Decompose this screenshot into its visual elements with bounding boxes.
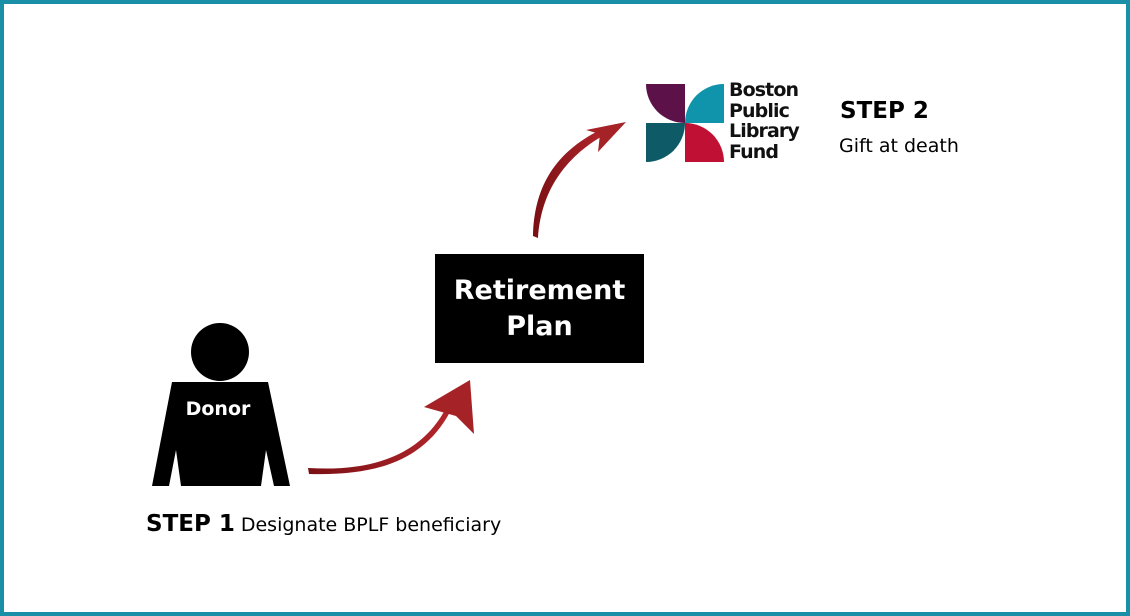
logo-line-library: Library <box>729 120 800 142</box>
donor-figure <box>152 323 290 486</box>
bplf-logo-text: Boston Public Library Fund <box>729 79 800 163</box>
donor-head <box>191 323 249 381</box>
arrow-plan-to-bplf <box>533 122 626 238</box>
arrow-head-2 <box>586 122 626 152</box>
arrow-head-1 <box>424 380 474 434</box>
retirement-plan-line2: Plan <box>506 310 573 342</box>
arrow-curve-1 <box>308 408 450 475</box>
step2-title: STEP 2 <box>840 98 929 124</box>
retirement-plan-box: Retirement Plan <box>435 254 644 363</box>
donor-label: Donor <box>185 398 251 420</box>
logo-line-boston: Boston <box>729 79 799 101</box>
donor-body <box>152 382 290 486</box>
step2-description: Gift at death <box>839 135 959 157</box>
step1-title: STEP 1 <box>146 511 235 537</box>
logo-quadrant-bottom-right <box>685 123 724 162</box>
arrow-curve-2 <box>533 130 604 238</box>
logo-line-public: Public <box>729 99 790 122</box>
logo-quadrant-top-right <box>685 84 724 123</box>
step1-description: Designate BPLF beneficiary <box>240 514 502 536</box>
logo-quadrant-bottom-left <box>646 123 685 162</box>
logo-line-fund: Fund <box>729 140 779 163</box>
retirement-plan-line1: Retirement <box>453 274 626 306</box>
logo-quadrant-top-left <box>646 84 685 123</box>
arrow-donor-to-plan <box>308 380 474 475</box>
diagram-graphics <box>152 84 724 486</box>
bplf-logo-mark <box>646 84 724 162</box>
